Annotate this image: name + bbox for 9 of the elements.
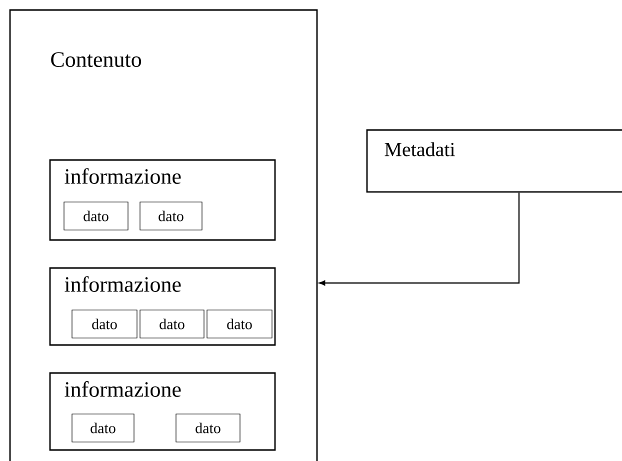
data-box: dato bbox=[140, 310, 204, 338]
data-box: dato bbox=[140, 202, 202, 230]
data-box: dato bbox=[64, 202, 128, 230]
data-box: dato bbox=[72, 414, 134, 442]
data-box: dato bbox=[206, 310, 272, 338]
metadata-box: Metadati bbox=[366, 129, 622, 193]
data-box: dato bbox=[72, 310, 138, 338]
arrow bbox=[319, 192, 520, 286]
data-box: dato bbox=[176, 414, 240, 442]
